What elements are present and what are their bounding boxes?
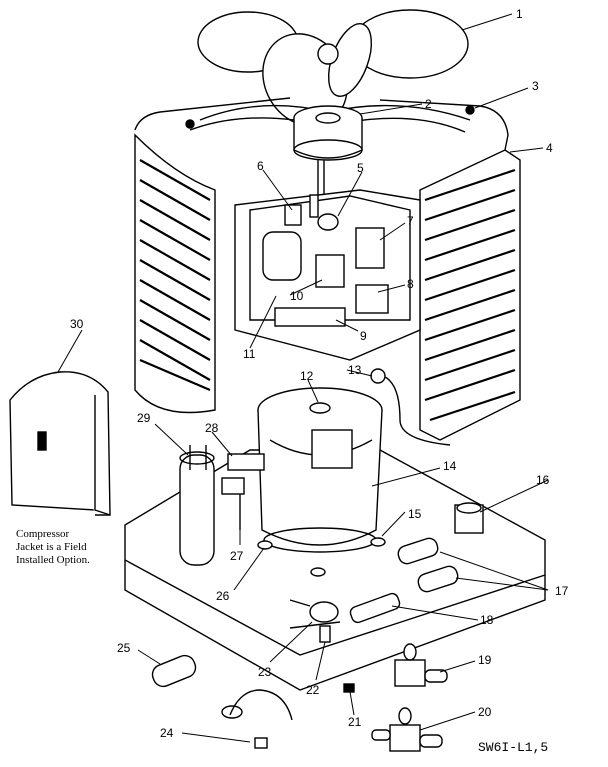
condenser-coil (134, 133, 521, 441)
part-label: 17 (555, 584, 569, 598)
part-label: 8 (407, 277, 414, 291)
service-valve-19 (394, 643, 448, 687)
part-label: 4 (546, 141, 553, 155)
part-label: 27 (230, 549, 244, 563)
compressor-jacket (9, 371, 111, 516)
part-label: 20 (478, 705, 492, 719)
accumulator (179, 445, 215, 566)
part-label: 25 (117, 641, 131, 655)
part-label: 5 (357, 161, 364, 175)
cap-fitting (343, 683, 355, 693)
note-line: Jacket is a Field (16, 541, 87, 553)
fan-blade-assembly (197, 9, 469, 127)
part-number-labels: 1 2 3 4 5 6 7 8 9 10 11 12 13 14 15 16 1… (70, 7, 569, 740)
part-label: 21 (348, 715, 362, 729)
note-line: Installed Option. (16, 554, 90, 566)
leader-lines (57, 13, 549, 743)
part-label: 28 (205, 421, 219, 435)
tubing (379, 374, 451, 446)
filter-drier (397, 537, 459, 593)
part-label: 23 (258, 665, 272, 679)
note-line: Compressor (16, 528, 70, 540)
service-valve (454, 502, 484, 534)
part-label: 15 (408, 507, 422, 521)
service-valve-20 (371, 707, 443, 752)
reversing-valve (221, 477, 245, 495)
part-label: 10 (290, 289, 304, 303)
part-label: 24 (160, 726, 174, 740)
control-box (234, 189, 421, 361)
drawing-code: SW6I-L1,5 (478, 740, 549, 755)
part-label: 2 (425, 97, 432, 111)
part-label: 9 (360, 329, 367, 343)
part-label: 11 (243, 347, 256, 361)
part-label: 22 (306, 683, 320, 697)
thermistor (221, 689, 293, 749)
part-label: 26 (216, 589, 230, 603)
mounting-bolt (465, 105, 475, 115)
part-label: 3 (532, 79, 539, 93)
part-label: 13 (348, 363, 362, 377)
part-label: 6 (257, 159, 264, 173)
part-label: 29 (137, 411, 151, 425)
part-label: 30 (70, 317, 84, 331)
jacket-note: Compressor Jacket is a Field Installed O… (16, 528, 126, 567)
part-label: 1 (516, 7, 523, 21)
part-label: 7 (407, 214, 414, 228)
part-label: 12 (300, 369, 314, 383)
expansion-tube (349, 592, 401, 624)
part-label: 14 (443, 459, 457, 473)
part-label: 18 (480, 613, 494, 627)
muffler (151, 654, 197, 688)
compressor (257, 387, 383, 553)
valve-body (289, 599, 341, 643)
part-label: 16 (536, 473, 550, 487)
part-label: 19 (478, 653, 492, 667)
isolator (370, 537, 386, 547)
fan-motor (293, 105, 363, 200)
